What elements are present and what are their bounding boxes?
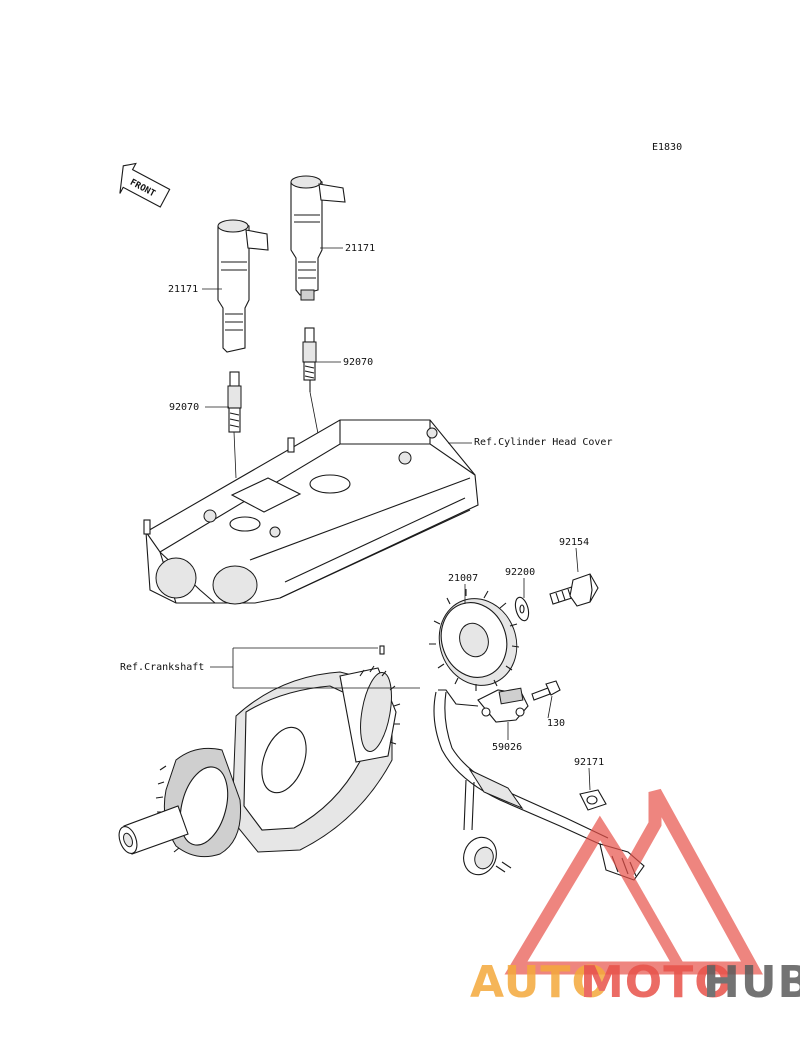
part-number-coil-upper: 21171 [345,243,375,254]
harness-clamp [579,789,607,811]
part-number-washer: 92200 [505,567,535,578]
ignition-coil-left [217,219,269,353]
rotor-bolt [549,573,599,607]
front-arrow-icon: FRONT [119,162,171,208]
ref-cylinder-head-cover: Ref.Cylinder Head Cover [474,437,612,448]
watermark-brand-moto: MOTO [580,957,733,1008]
part-number-bolt-small: 130 [547,718,565,729]
watermark-brand-hub: HUB [703,957,800,1008]
part-number-plug-left: 92070 [169,402,199,413]
spark-plug-upper [302,327,317,392]
watermark-brand-auto: AUTO [470,957,610,1008]
part-number-plug-upper: 92070 [343,357,373,368]
part-number-coil-left: 21171 [168,284,198,295]
cylinder-head-cover [143,419,479,605]
watermark-logo [504,788,764,975]
part-number-pickup-coil: 59026 [492,742,522,753]
part-number-clamp: 92171 [574,757,604,768]
watermark-text: AUTO MOTO HUB [470,957,800,1008]
timing-rotor [429,589,520,691]
pickup-bolt [531,680,561,701]
crankshaft [118,645,401,858]
part-number-rotor: 21007 [448,573,478,584]
spark-plug-left [227,371,242,433]
part-number-bolt-large: 92154 [559,537,589,548]
diagram-code: E1830 [652,142,682,153]
pickup-coil [438,687,529,723]
ref-crankshaft: Ref.Crankshaft [120,662,204,673]
ignition-coil-upper [290,175,346,301]
washer [514,596,530,622]
